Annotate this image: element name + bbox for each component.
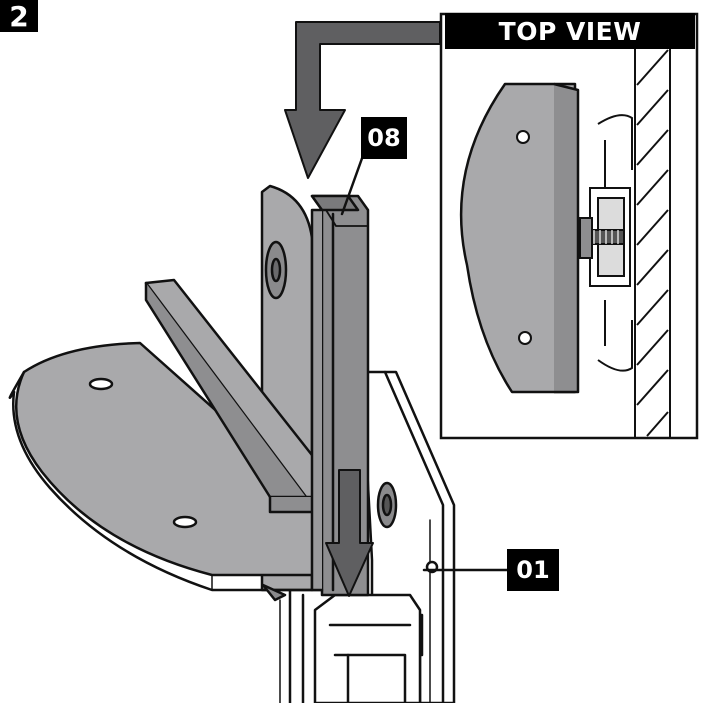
shelf-hole-1 [88, 377, 114, 391]
slide-arrow [325, 469, 374, 597]
part-callout-01: 01 [507, 549, 559, 591]
top-view-title: TOP VIEW [445, 13, 695, 49]
leader-08 [340, 148, 367, 216]
top-view-inset [439, 12, 699, 440]
carriage-block [279, 588, 422, 703]
wall-section [634, 48, 671, 438]
shelf-hole-2 [172, 515, 198, 529]
shelf-platform [8, 341, 342, 602]
shelf-top-view [459, 82, 580, 394]
part-callout-08: 08 [361, 117, 407, 159]
mount-clip [579, 114, 633, 372]
step-number-badge: 2 [0, 0, 38, 33]
